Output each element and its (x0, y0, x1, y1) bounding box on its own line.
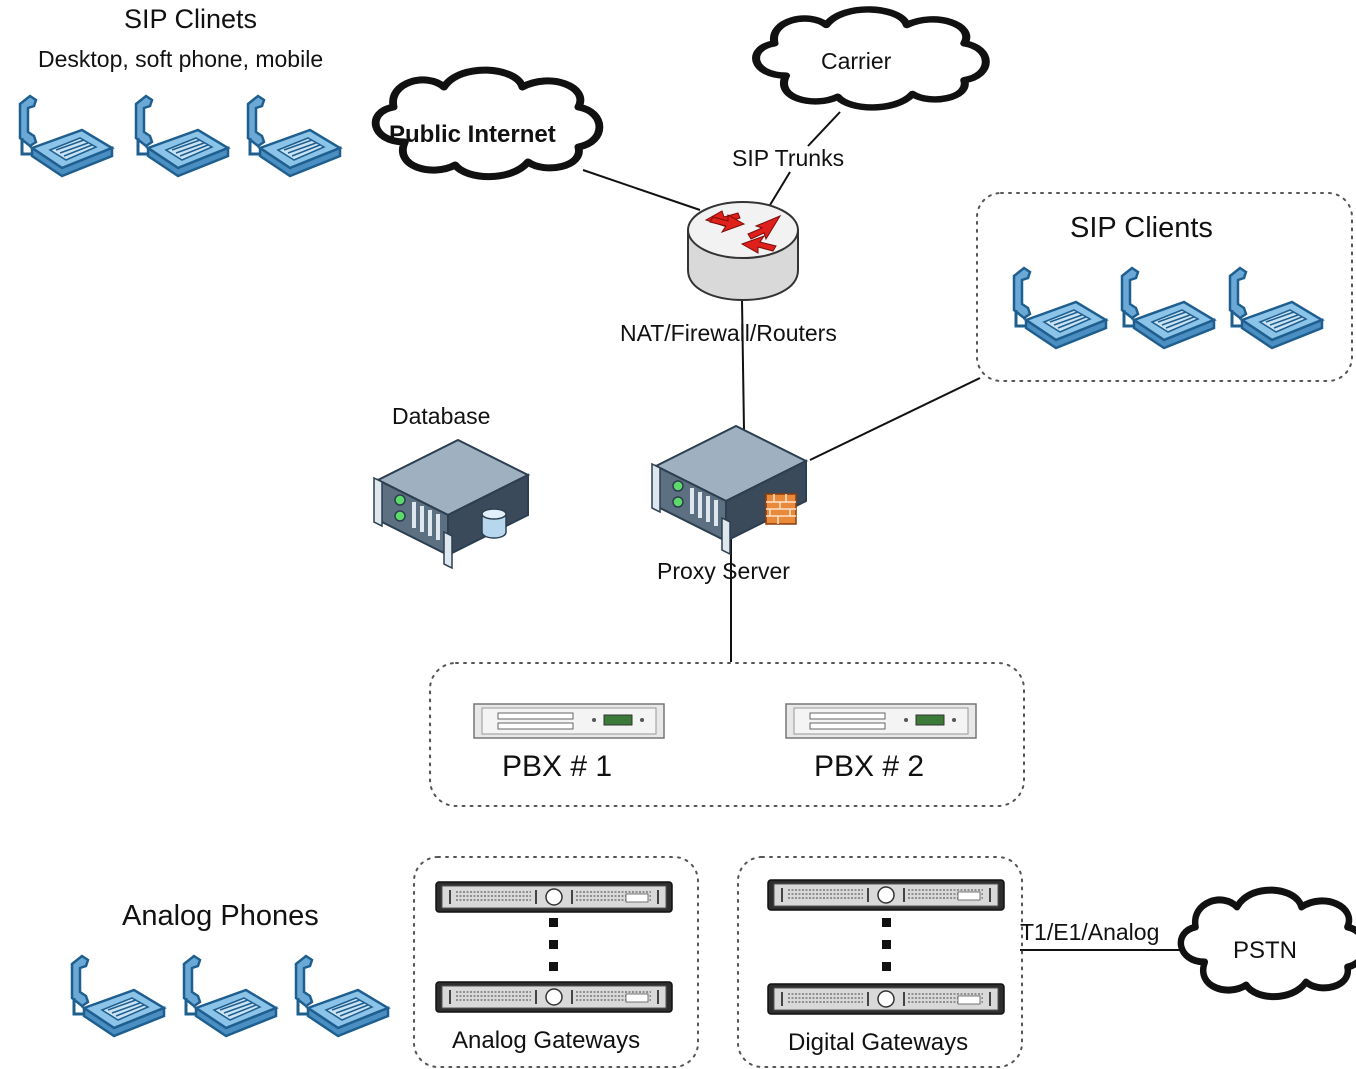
sip-trunks-label: SIP Trunks (732, 145, 845, 171)
pbx2-server-icon (785, 703, 977, 739)
digital-gateway-icon (767, 879, 1005, 911)
connections (582, 111, 1180, 951)
public-internet-label: Public Internet (389, 121, 556, 148)
analog-gateway-icon (435, 881, 673, 913)
phone-icon (1012, 266, 1108, 350)
phone-icon (246, 94, 342, 178)
pstn-label: PSTN (1233, 937, 1298, 964)
pbx2-label: PBX # 2 (814, 750, 925, 783)
sip-clients-group (976, 192, 1353, 382)
digital-gateways-label: Digital Gateways (788, 1029, 969, 1056)
digital-gateway-icon (767, 983, 1005, 1015)
phone-icon (18, 94, 114, 178)
pbx1-server-icon (473, 703, 665, 739)
phone-icon (134, 94, 230, 178)
router-icon (687, 201, 799, 301)
pbx-group (429, 662, 1025, 807)
link-proxy-sip-clients (809, 377, 981, 461)
sip-clinets-subtitle: Desktop, soft phone, mobile (38, 46, 324, 72)
sip-clinets-title: SIP Clinets (124, 4, 258, 34)
database-label: Database (392, 403, 491, 429)
analog-gateways-group (413, 856, 699, 1068)
sip-clients-title: SIP Clients (1070, 212, 1213, 244)
carrier-label: Carrier (821, 48, 892, 74)
phone-icon (294, 954, 390, 1038)
phone-icon (70, 954, 166, 1038)
link-internet-router (582, 169, 701, 211)
pbx1-label: PBX # 1 (502, 750, 613, 783)
phone-icon (1120, 266, 1216, 350)
link-carrier-sip-trunks (807, 111, 841, 147)
database-server-icon (372, 438, 530, 570)
proxy-server-icon (650, 424, 808, 556)
proxy-server-label: Proxy Server (657, 558, 790, 584)
phone-icon (182, 954, 278, 1038)
t1e1-label: T1/E1/Analog (1020, 919, 1160, 945)
digital-gateways-group (737, 856, 1023, 1068)
ellipsis-dots (549, 918, 558, 971)
phone-icon (1228, 266, 1324, 350)
link-router-proxy (741, 299, 745, 431)
ellipsis-dots (882, 918, 891, 971)
link-sip-trunks-router (769, 171, 791, 206)
nat-firewall-label: NAT/Firewall/Routers (620, 320, 837, 346)
analog-phones-label: Analog Phones (122, 900, 319, 932)
analog-gateway-icon (435, 981, 673, 1013)
analog-gateways-label: Analog Gateways (452, 1027, 641, 1054)
